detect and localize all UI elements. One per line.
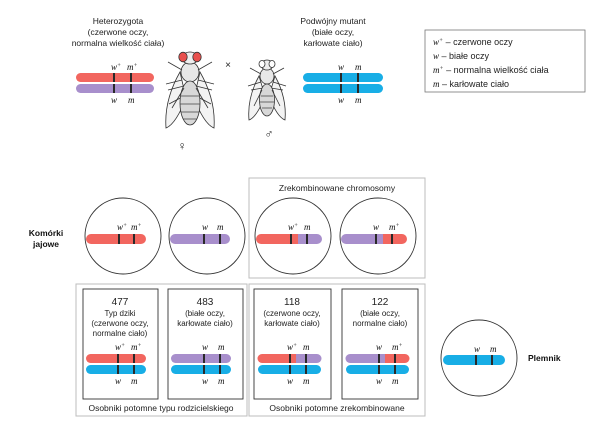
offspring-2-line-2: karłowate ciało) xyxy=(177,319,233,328)
recombined-chromosomes-title: Zrekombinowane chromosomy xyxy=(279,183,396,193)
male-parent: ♂ Podwójny mutant (białe oczy, karłowate… xyxy=(247,16,383,141)
offspring-3-allele-m: m xyxy=(303,342,310,352)
parental-offspring-label: Osobniki potomne typu rodzicielskiego xyxy=(88,403,233,413)
male-label-line-2: (białe oczy, xyxy=(312,27,354,37)
sperm-allele-w: w xyxy=(474,344,480,354)
male-bottom-allele-w: w xyxy=(338,95,344,105)
egg-cells-label-line-1: Komórki xyxy=(29,228,63,238)
offspring-4-allele-m: m+ xyxy=(392,342,403,352)
offspring-card-3: 118 (czerwone oczy, karłowate ciało) w+ … xyxy=(253,288,332,400)
legend: w+ – czerwone oczy w – białe oczy m+ – n… xyxy=(424,29,586,93)
recombinant-offspring-frame xyxy=(248,283,426,417)
egg-cell-4: w m+ xyxy=(339,197,417,275)
female-label-line-2: (czerwone oczy, xyxy=(88,27,149,37)
female-parent: Heterozygota (czerwone oczy, normalna wi… xyxy=(72,16,215,153)
sperm-allele-m: m xyxy=(490,344,497,354)
egg-1-allele-m: m+ xyxy=(131,222,142,232)
male-chromosome-blue-top xyxy=(303,73,383,82)
offspring-3-line-2: karłowate ciało) xyxy=(264,319,320,328)
offspring-1-line-1: Typ dziki xyxy=(104,309,135,318)
egg-cell-1: w+ m+ xyxy=(84,197,162,275)
offspring-4-bottom-w: w xyxy=(376,376,382,386)
offspring-1-bottom-w: w xyxy=(115,376,121,386)
offspring-3-line-1: (czerwone oczy, xyxy=(263,309,320,318)
legend-item-2: w – białe oczy xyxy=(433,51,490,61)
recombined-chromosomes-frame xyxy=(248,177,426,279)
cross-symbol: × xyxy=(225,60,231,71)
egg-2-allele-m: m xyxy=(217,222,224,232)
male-top-allele-w: w xyxy=(338,62,344,72)
offspring-4-allele-w: w xyxy=(376,342,382,352)
female-chromosome-red xyxy=(76,73,154,82)
offspring-card-2: 483 (białe oczy, karłowate ciało) w m w … xyxy=(167,288,244,400)
offspring-2-bottom-w: w xyxy=(202,376,208,386)
offspring-1-count: 477 xyxy=(112,297,129,308)
male-fly-icon xyxy=(247,59,287,121)
sperm-label: Plemnik xyxy=(528,353,561,363)
male-top-allele-m: m xyxy=(355,62,362,72)
egg-cells-label-line-2: jajowe xyxy=(32,239,59,249)
egg-3-allele-m: m xyxy=(304,222,311,232)
recombinant-offspring-label: Osobniki potomne zrekombinowane xyxy=(269,403,404,413)
offspring-1-line-3: normalne ciało) xyxy=(93,329,148,338)
offspring-3-bottom-w: w xyxy=(287,376,293,386)
offspring-3-bottom-m: m xyxy=(303,376,310,386)
offspring-3-count: 118 xyxy=(284,297,300,308)
offspring-1-line-2: (czerwone oczy, xyxy=(91,319,148,328)
egg-cell-2: w m xyxy=(168,197,246,275)
offspring-4-line-1: (białe oczy, xyxy=(360,309,400,318)
offspring-card-4: 122 (białe oczy, normalne ciało) w m+ w … xyxy=(341,288,419,400)
offspring-4-count: 122 xyxy=(372,297,389,308)
egg-2-allele-w: w xyxy=(202,222,208,232)
female-symbol: ♀ xyxy=(178,139,187,153)
sperm-cell: w m xyxy=(440,319,518,397)
offspring-card-1: 477 Typ dziki (czerwone oczy, normalne c… xyxy=(82,288,159,400)
male-bottom-allele-m: m xyxy=(355,95,362,105)
male-chromosome-blue-bottom xyxy=(303,84,383,93)
offspring-4-bottom-m: m xyxy=(392,376,399,386)
offspring-2-allele-m: m xyxy=(218,342,225,352)
egg-4-allele-m: m+ xyxy=(389,222,400,232)
egg-3-allele-w: w+ xyxy=(288,222,298,232)
offspring-2-bottom-m: m xyxy=(218,376,225,386)
offspring-1-bottom-m: m xyxy=(131,376,138,386)
female-bottom-allele-m: m xyxy=(128,95,135,105)
female-fly-icon xyxy=(165,51,215,129)
parental-offspring-frame xyxy=(75,283,248,417)
legend-item-4: m – karłowate ciało xyxy=(433,79,509,89)
offspring-2-allele-w: w xyxy=(202,342,208,352)
legend-item-1: w+ – czerwone oczy xyxy=(433,37,513,47)
egg-4-allele-w: w xyxy=(373,222,379,232)
male-label-line-3: karłowate ciało) xyxy=(303,38,362,48)
female-top-allele-w: w+ xyxy=(111,62,121,72)
female-label-line-1: Heterozygota xyxy=(93,16,144,26)
egg-1-allele-w: w+ xyxy=(117,222,127,232)
legend-item-3: m+ – normalna wielkość ciała xyxy=(433,65,549,75)
offspring-4-line-2: normalne ciało) xyxy=(353,319,408,328)
offspring-3-allele-w: w+ xyxy=(287,342,297,352)
offspring-2-count: 483 xyxy=(197,297,214,308)
female-bottom-allele-w: w xyxy=(111,95,117,105)
female-chromosome-purple xyxy=(76,84,154,93)
male-label-line-1: Podwójny mutant xyxy=(300,16,366,26)
female-label-line-3: normalna wielkość ciała) xyxy=(72,38,165,48)
female-top-allele-m: m+ xyxy=(127,62,138,72)
egg-cell-3: w+ m xyxy=(254,197,332,275)
male-symbol: ♂ xyxy=(265,127,274,141)
offspring-1-allele-w: w+ xyxy=(115,342,125,352)
offspring-1-allele-m: m+ xyxy=(131,342,142,352)
offspring-2-line-1: (białe oczy, xyxy=(185,309,225,318)
